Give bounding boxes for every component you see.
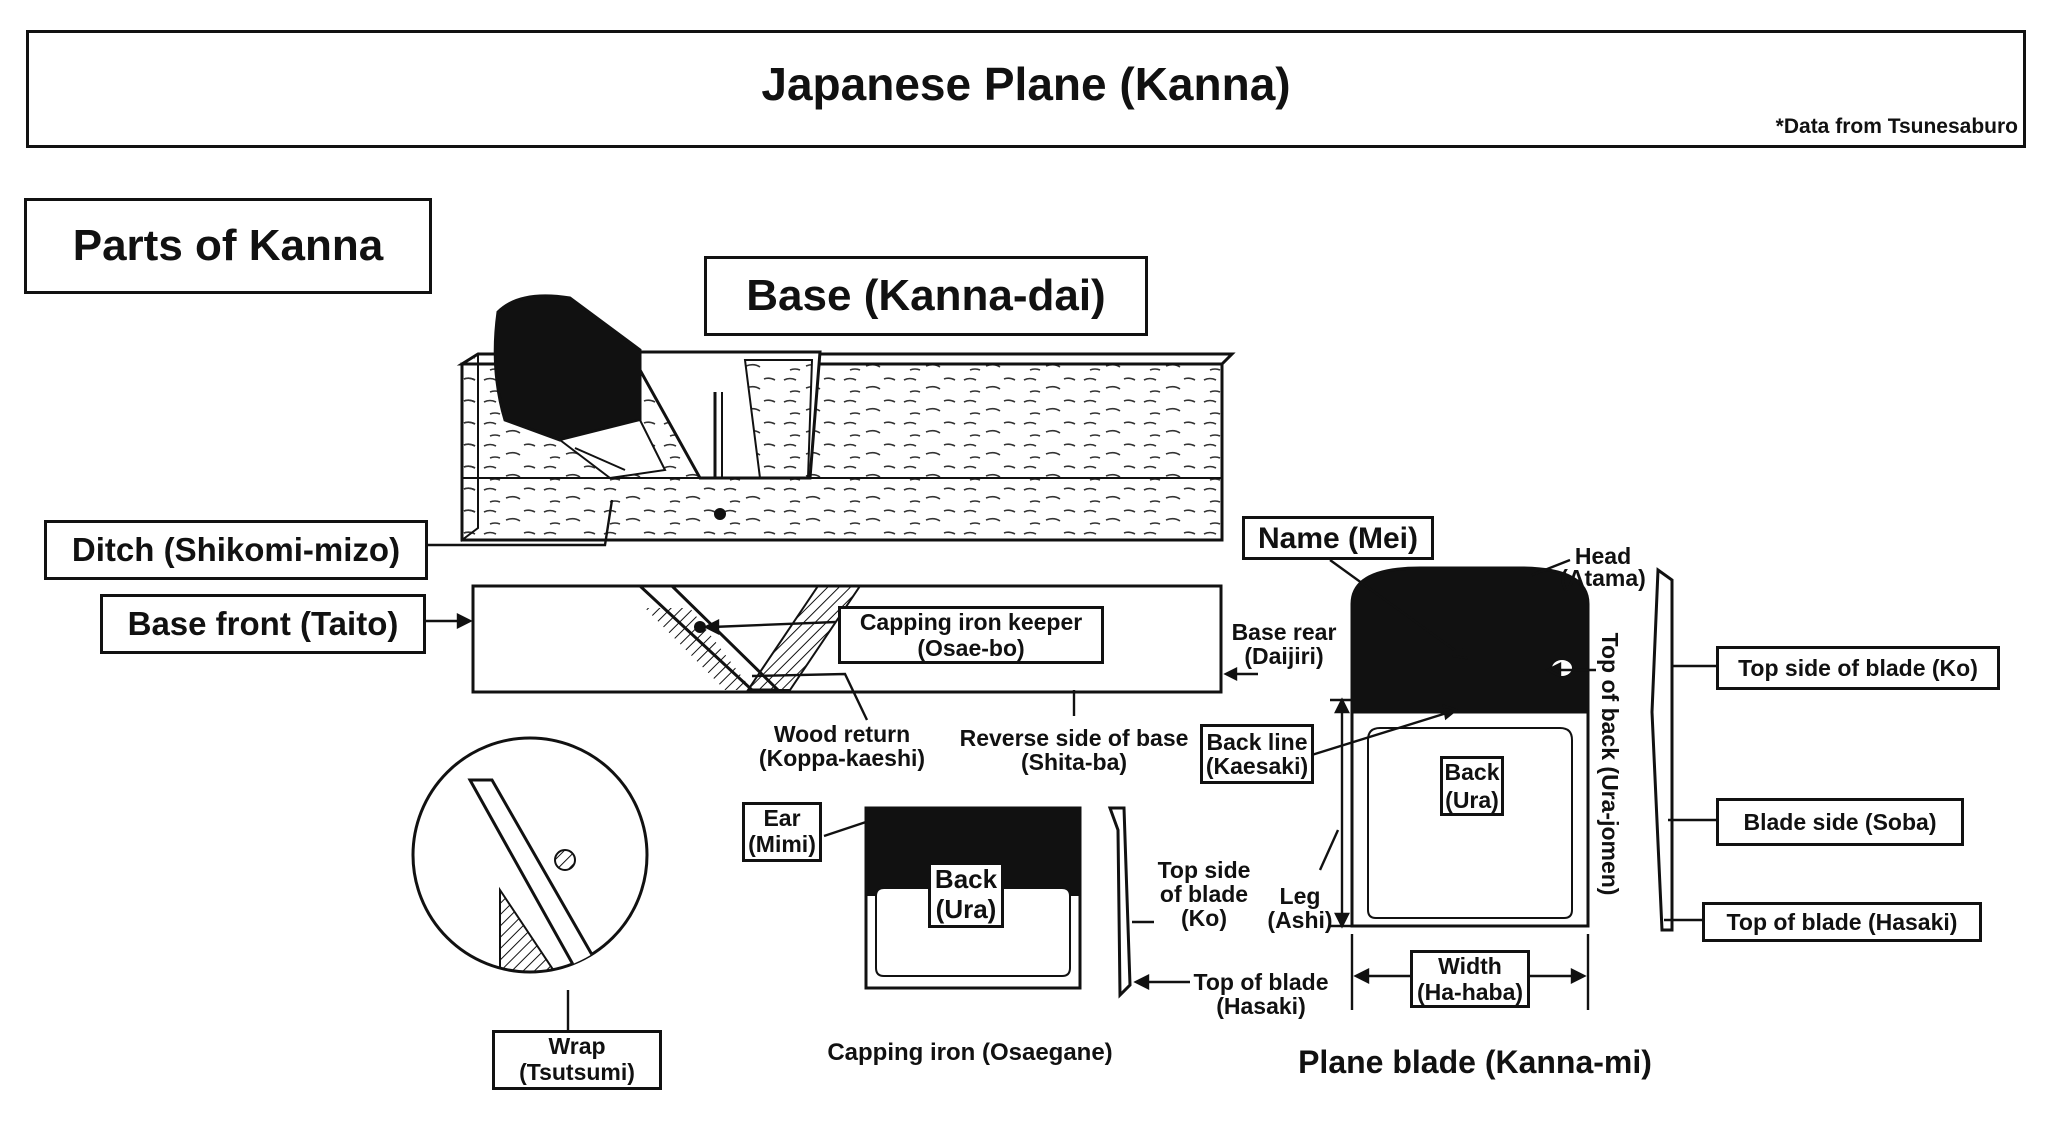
label-ear-jp: (Mimi) — [748, 831, 816, 857]
leader-lines — [426, 499, 1716, 1030]
page-title: Japanese Plane (Kanna) — [761, 58, 1291, 110]
label-base: Base (Kanna-dai) — [704, 256, 1148, 336]
label-wrap-jp: (Tsutsumi) — [519, 1059, 635, 1085]
capping-iron-side-drawing — [1107, 806, 1132, 999]
label-back-line: Back line — [1206, 729, 1308, 755]
title-frame — [26, 30, 2026, 148]
label-capping-iron-keeper-jp: (Osae-bo) — [917, 635, 1025, 661]
label-head-jp: (Atama) — [1560, 565, 1646, 591]
label-back-line-box — [1200, 724, 1314, 784]
label-leg-jp: (Ashi) — [1267, 907, 1333, 933]
label-top-side-mid-2: of blade — [1159, 881, 1249, 907]
source-note: *Data from Tsunesaburo — [1775, 115, 2018, 138]
label-plane-blade: Plane blade (Kanna-mi) — [1298, 1044, 1652, 1080]
label-wood-return-jp: (Koppa-kaeshi) — [758, 745, 926, 771]
label-base-rear-jp: (Daijiri) — [1244, 643, 1324, 669]
label-top-of-blade-mid-jp: (Hasaki) — [1216, 993, 1306, 1019]
label-reverse-side: Reverse side of base — [959, 725, 1189, 751]
label-base-front: Base front (Taito) — [100, 594, 426, 654]
label-back-cap-jp: (Ura) — [935, 894, 997, 924]
label-back-blade-jp: (Ura) — [1445, 787, 1499, 813]
plane-blade-side-drawing — [1650, 567, 1674, 932]
section-title: Parts of Kanna — [24, 198, 432, 294]
label-capping-iron: Capping iron (Osaegane) — [827, 1039, 1113, 1066]
label-name: Name (Mei) — [1242, 516, 1434, 560]
label-capping-iron-keeper-box — [838, 606, 1104, 664]
label-ear: Ear — [763, 805, 801, 831]
label-wood-return: Wood return — [773, 721, 911, 747]
label-wrap-box — [492, 1030, 662, 1090]
label-width-jp: (Ha-haba) — [1416, 979, 1524, 1005]
label-back-cap-box — [928, 862, 1004, 928]
label-back-blade: Back — [1444, 759, 1500, 785]
throat-detail-drawing — [411, 736, 649, 974]
label-width-box — [1410, 950, 1530, 1008]
label-width: Width — [1438, 953, 1502, 979]
label-top-side-mid-3: (Ko) — [1181, 905, 1227, 931]
plane-blade-drawing — [1350, 566, 1590, 928]
label-leg: Leg — [1279, 883, 1321, 909]
label-back-cap: Back — [934, 864, 998, 894]
label-base-rear: Base rear — [1231, 619, 1337, 645]
label-reverse-side-jp: (Shita-ba) — [1020, 749, 1128, 775]
label-back-line-jp: (Kaesaki) — [1205, 753, 1309, 779]
label-top-side-mid-1: Top side — [1157, 857, 1251, 883]
label-ditch: Ditch (Shikomi-mizo) — [44, 520, 428, 580]
label-ear-box — [742, 802, 822, 862]
label-top-side-blade: Top side of blade (Ko) — [1716, 646, 2000, 690]
label-capping-iron-keeper: Capping iron keeper — [859, 609, 1083, 635]
label-top-of-blade-mid: Top of blade — [1193, 969, 1329, 995]
label-top-of-blade-right: Top of blade (Hasaki) — [1702, 902, 1982, 942]
plane-base-drawing — [456, 294, 1236, 542]
label-head: Head — [1574, 543, 1632, 569]
label-top-of-back: Top of back (Ura-jomen) — [1597, 632, 1624, 896]
label-back-blade-box — [1440, 756, 1504, 816]
label-blade-side: Blade side (Soba) — [1716, 798, 1964, 846]
label-wrap: Wrap — [548, 1033, 606, 1059]
